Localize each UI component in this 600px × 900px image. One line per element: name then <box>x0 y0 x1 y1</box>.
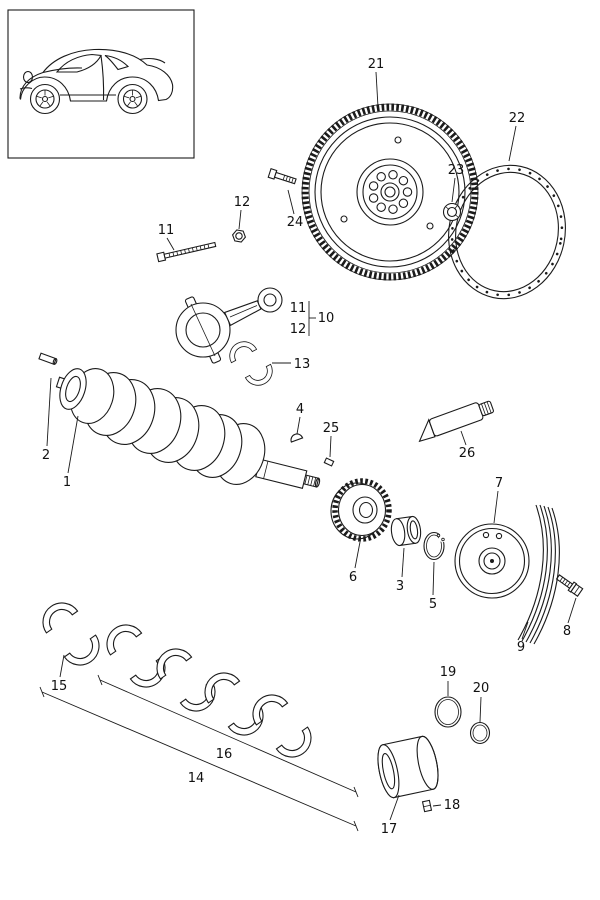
label-14: 14 <box>188 771 205 786</box>
car-inset-box <box>7 9 195 159</box>
part-24-bolt <box>267 168 297 185</box>
part-10-connecting-rod <box>175 287 283 364</box>
part-12-nut <box>231 229 247 243</box>
part-26-sealant-tube <box>418 400 494 443</box>
part-13-rod-bearing-shells <box>224 336 278 391</box>
label-5: 5 <box>429 597 437 612</box>
part-11-bolt <box>156 241 217 263</box>
label-rod-12: 12 <box>290 322 307 337</box>
rear-wheel <box>117 83 148 115</box>
label-1: 1 <box>63 475 71 490</box>
label-26: 26 <box>459 446 476 461</box>
part-2-dowel-pin <box>38 352 58 365</box>
part-23-pilot-bearing <box>442 202 462 222</box>
label-22: 22 <box>509 111 526 126</box>
label-16: 16 <box>216 747 233 762</box>
label-4: 4 <box>296 402 304 417</box>
part-8-bolt <box>555 574 584 597</box>
label-23: 23 <box>448 163 465 178</box>
part-4-key <box>290 433 304 443</box>
part-15-bearing-shells <box>34 594 108 674</box>
part-3-spacer-sleeve <box>390 515 422 547</box>
label-20: 20 <box>473 681 490 696</box>
bracket-lines <box>39 301 359 832</box>
label-17: 17 <box>381 822 398 837</box>
car-inset <box>7 9 195 159</box>
label-15: 15 <box>51 679 68 694</box>
part-7-pulley <box>454 523 530 599</box>
label-10: 10 <box>318 311 335 326</box>
part-21-flywheel <box>301 103 479 281</box>
part-17-sleeve <box>377 735 439 799</box>
part-5-snap-ring <box>423 531 447 561</box>
label-3: 3 <box>396 579 404 594</box>
label-rod-11: 11 <box>290 301 307 316</box>
front-wheel <box>29 83 61 115</box>
label-7: 7 <box>495 476 503 491</box>
part-labels: 21 22 23 24 12 11 11 12 10 13 2 1 4 25 2… <box>42 57 571 837</box>
part-6-gear <box>330 478 392 542</box>
label-18: 18 <box>444 798 461 813</box>
label-12: 12 <box>234 195 251 210</box>
label-24: 24 <box>287 215 304 230</box>
label-25: 25 <box>323 421 340 436</box>
car-thumbnail <box>19 48 174 115</box>
label-9: 9 <box>517 640 525 655</box>
part-16-bearing-shells-row <box>98 616 320 766</box>
part-20-ring <box>469 721 491 745</box>
part-25-pin <box>323 457 335 467</box>
label-8: 8 <box>563 624 571 639</box>
leader-lines <box>46 71 577 821</box>
label-2: 2 <box>42 448 50 463</box>
headlight <box>22 70 34 84</box>
part-18-plug <box>421 799 433 813</box>
label-13: 13 <box>294 357 311 372</box>
part-19-ring <box>434 696 462 728</box>
label-6: 6 <box>349 570 357 585</box>
label-11: 11 <box>158 223 175 238</box>
flywheel-bolt-holes <box>368 170 413 214</box>
part-1-crankshaft <box>55 368 321 490</box>
label-21: 21 <box>368 57 385 72</box>
part-9-belt <box>517 504 560 645</box>
label-19: 19 <box>440 665 457 680</box>
